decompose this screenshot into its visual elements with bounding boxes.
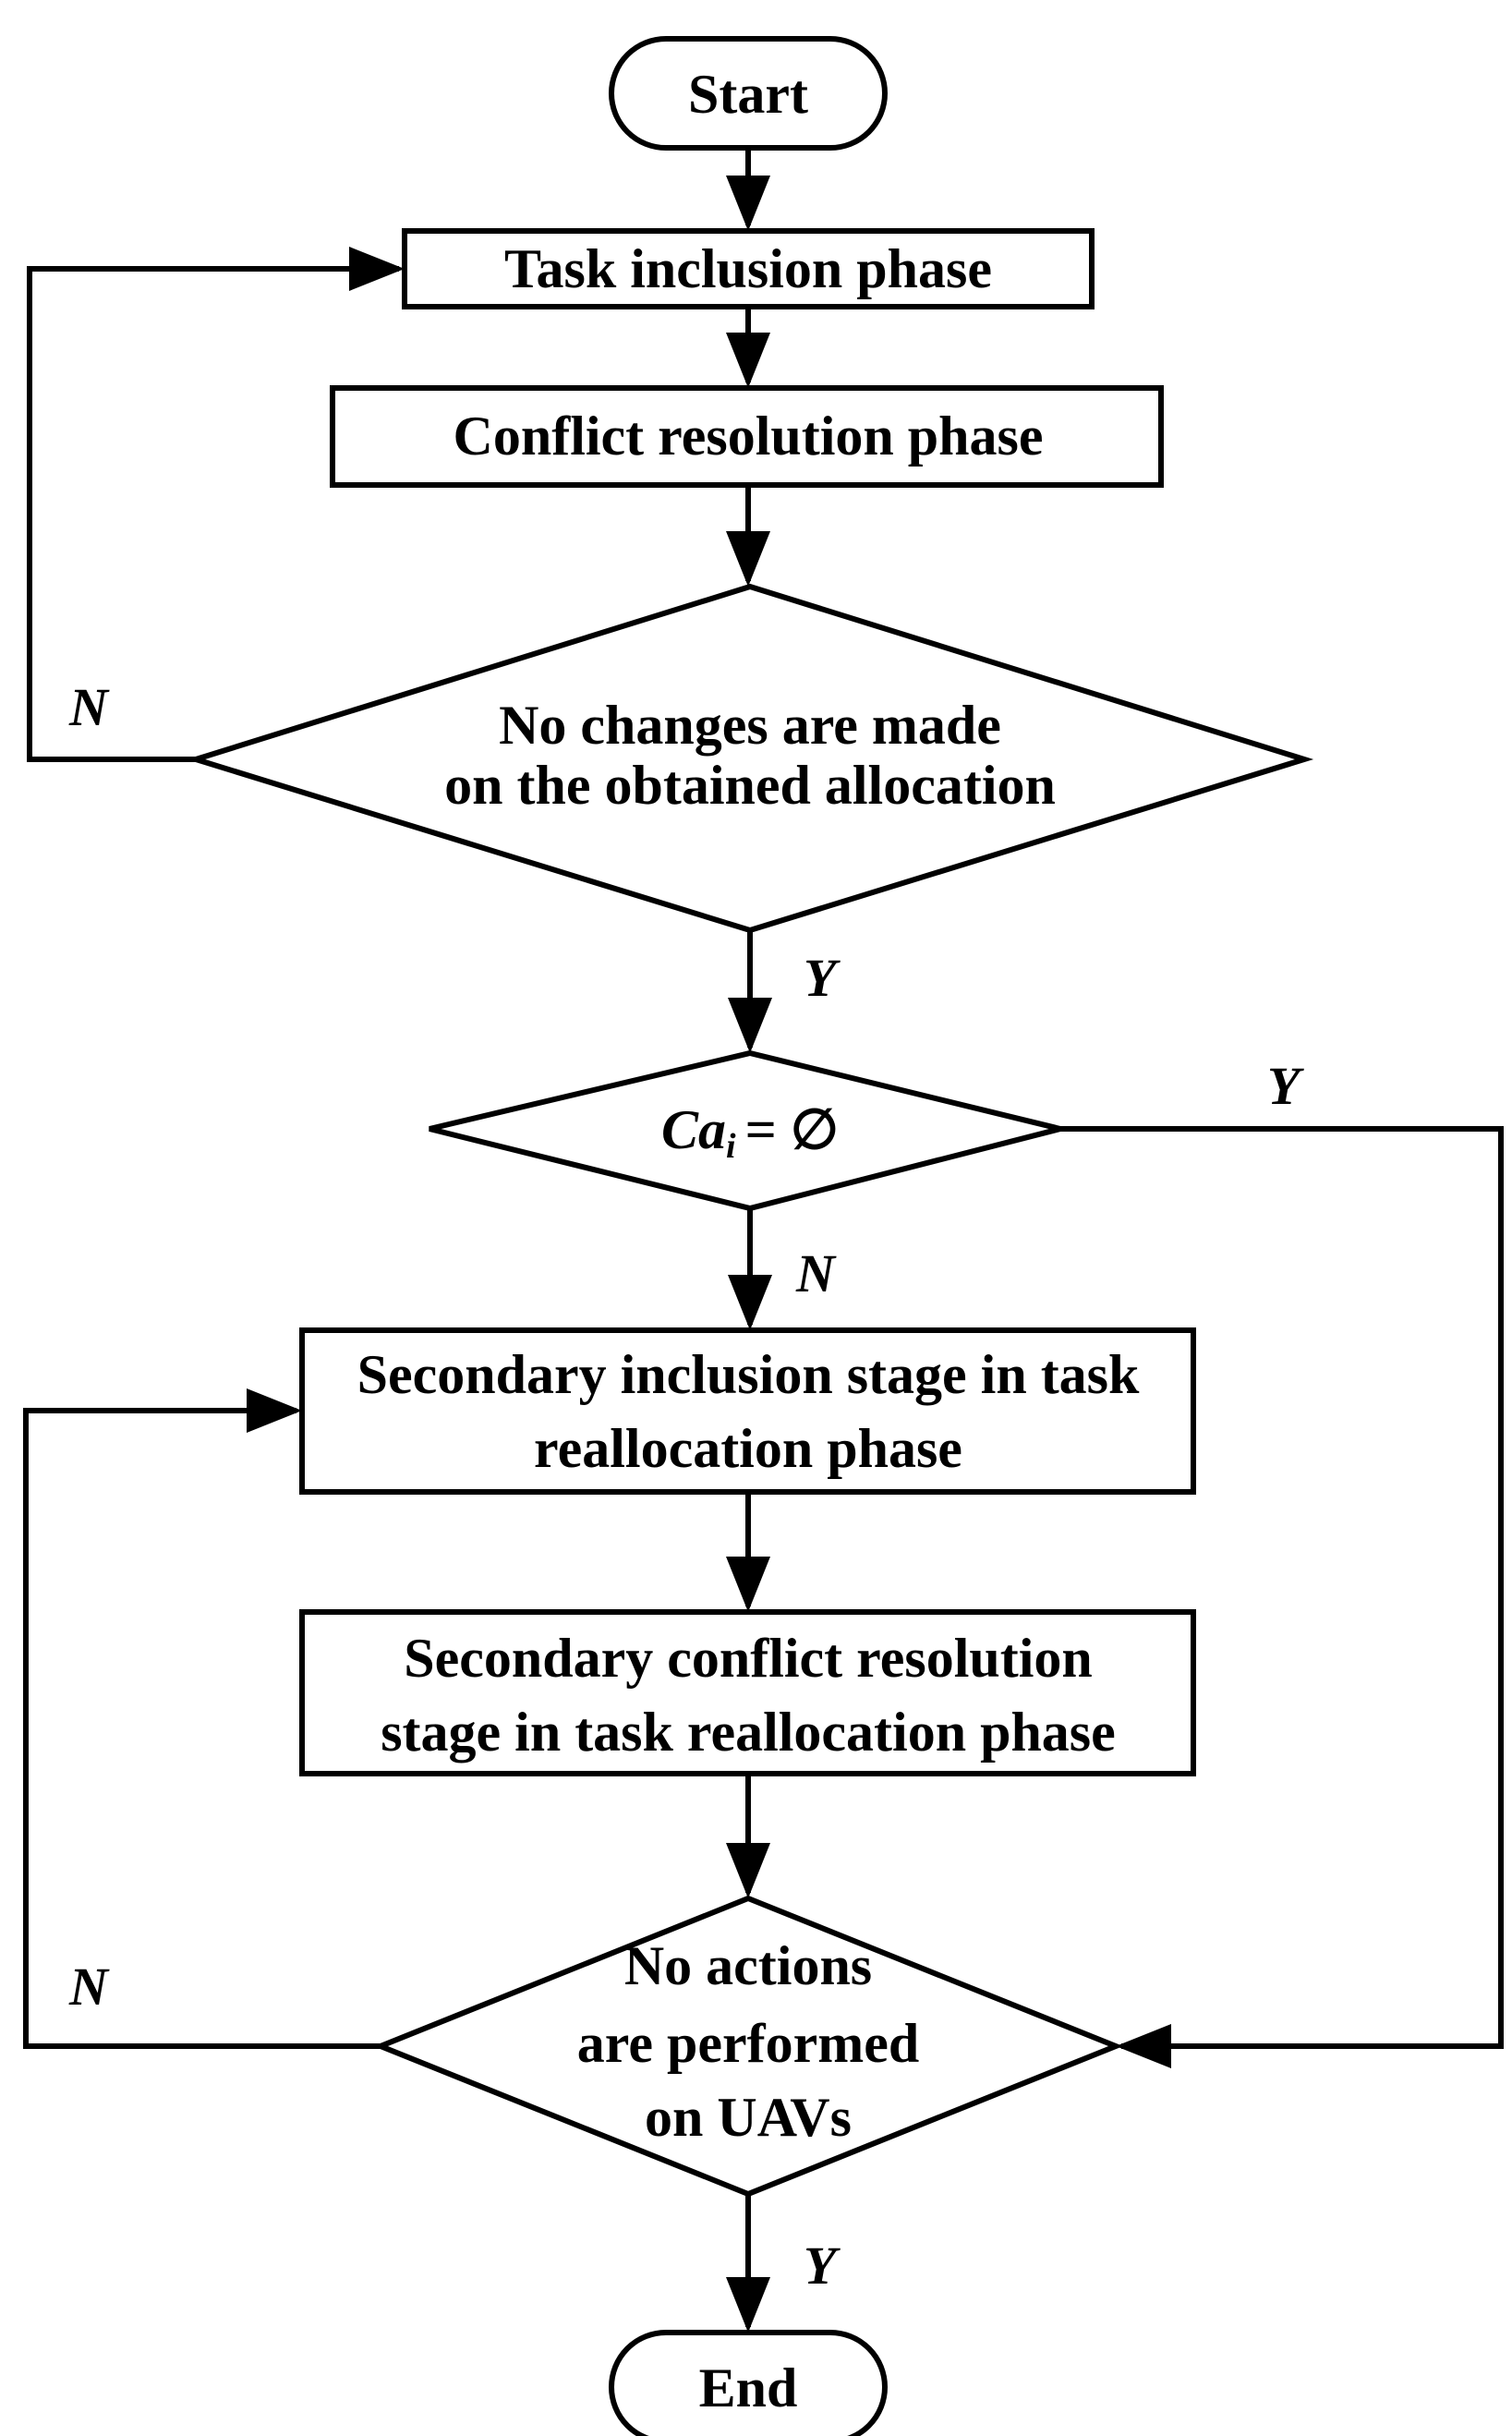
task-inclusion-label: Task inclusion phase [504,238,992,299]
conflict-resolution-label: Conflict resolution phase [454,406,1044,467]
ca-symbol: Ca [661,1099,726,1160]
conflict-resolution-node: Conflict resolution phase [330,385,1164,488]
ca-empty-no-label: N [795,1243,837,1303]
no-changes-decision: No changes are made on the obtained allo… [186,583,1314,934]
arrow-no-actions-no-loop [23,1388,381,2049]
ca-empty-operator: = ∅ [745,1099,839,1160]
secondary-inclusion-line-2: reallocation phase [534,1418,962,1479]
secondary-conflict-box [299,1609,1196,1776]
no-changes-line-1: No changes are made [499,695,1001,756]
task-inclusion-node: Task inclusion phase [402,228,1095,309]
end-terminal-shape [609,2330,888,2436]
secondary-inclusion-line-1: Secondary inclusion stage in task [357,1344,1140,1405]
no-actions-line-3: on UAVs [645,2087,852,2148]
no-changes-no-label: N [68,677,110,737]
secondary-inclusion-node: Secondary inclusion stage in task reallo… [299,1327,1196,1495]
no-actions-yes-label: Y [804,2236,841,2296]
end-node: End [609,2330,888,2436]
end-label: End [699,2357,798,2418]
no-actions-decision: No actions are performed on UAVs [372,1895,1124,2198]
no-actions-line-1: No actions [624,1935,872,1996]
secondary-conflict-line-1: Secondary conflict resolution [404,1628,1093,1689]
no-actions-line-2: are performed [577,2013,919,2074]
start-node: Start [609,36,888,151]
secondary-conflict-line-2: stage in task reallocation phase [381,1702,1116,1763]
start-label: Start [688,64,808,125]
secondary-inclusion-box [299,1327,1196,1495]
no-changes-line-2: on the obtained allocation [444,755,1056,816]
secondary-conflict-node: Secondary conflict resolution stage in t… [299,1609,1196,1776]
no-changes-yes-label: Y [804,948,841,1008]
ca-empty-decision: Cai= ∅ [429,1049,1061,1212]
arrow-no-changes-no-loop [27,247,405,762]
ca-empty-expression: Cai= ∅ [661,1099,839,1166]
arrow-ca-empty-yes [1060,1126,1504,2068]
task-inclusion-box [402,228,1095,309]
no-actions-no-label: N [68,1957,110,2017]
ca-subscript: i [726,1127,736,1166]
conflict-resolution-box [330,385,1164,488]
ca-empty-yes-label: Y [1267,1056,1304,1116]
